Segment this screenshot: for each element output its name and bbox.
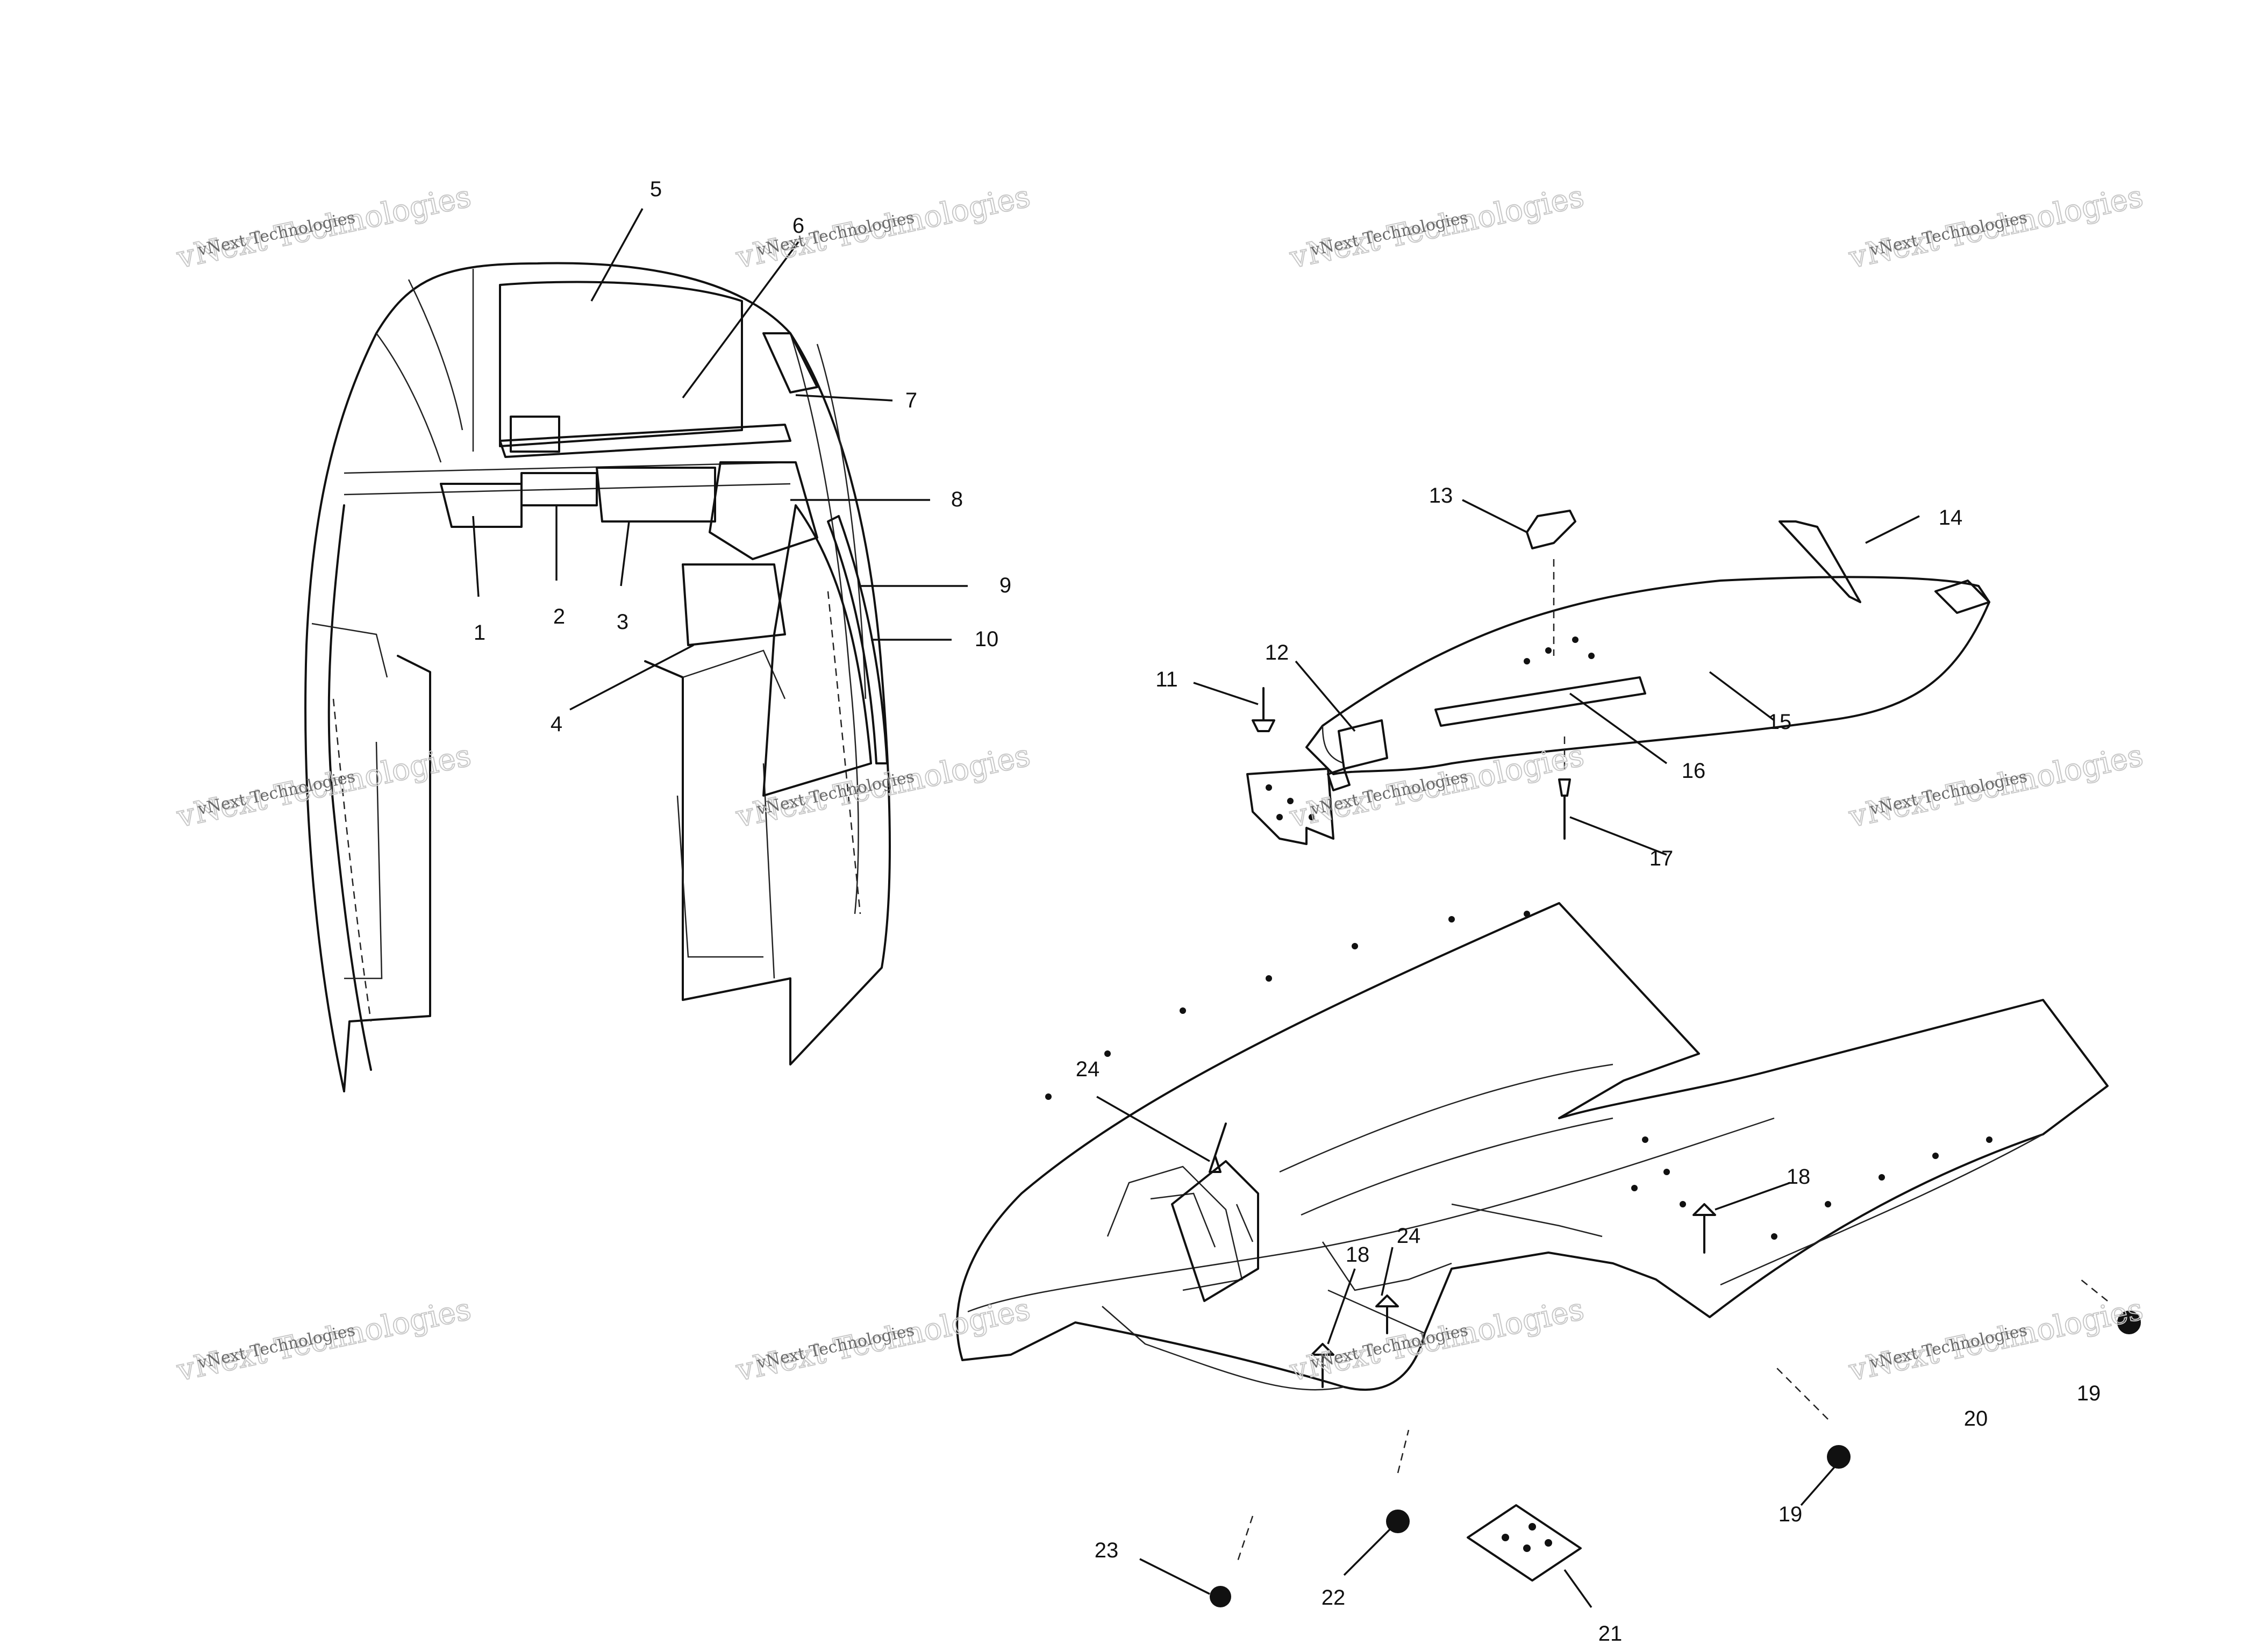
callout-18a: 18 (1346, 1243, 1370, 1267)
decal-12 (1338, 719, 1388, 770)
insulation-8 (709, 461, 818, 560)
rivet-holes (1045, 911, 1992, 1240)
fastener-24b (1375, 1295, 1399, 1334)
plug-19b (1827, 1445, 1851, 1469)
fastener-17 (1558, 778, 1571, 840)
fastener-18a (1311, 1343, 1334, 1388)
fastener-24a (1209, 1122, 1227, 1173)
callout-12: 12 (1265, 641, 1289, 664)
callout-10: 10 (975, 627, 999, 651)
insulation-4 (682, 563, 786, 646)
watermark: vNext Technologies vNext Technologies (1845, 1291, 2147, 1389)
strip-6 (499, 424, 791, 458)
callout-19a: 19 (2077, 1382, 2101, 1405)
callout-1: 1 (474, 621, 485, 645)
plate-21 (1467, 1504, 1582, 1582)
callout-7: 7 (905, 389, 917, 412)
watermark: vNext Technologies vNext Technologies (732, 178, 1034, 276)
callout-24b: 24 (1397, 1224, 1421, 1248)
callout-labels: 1 2 3 4 5 6 7 8 9 10 11 12 13 14 15 16 1… (474, 177, 2101, 1646)
fastener-18b (1692, 1203, 1716, 1254)
watermark: vNext Technologies vNext Technologies (1845, 178, 2147, 276)
watermark: vNext Technologies vNext Technologies (1286, 178, 1588, 276)
callout-14: 14 (1939, 506, 1963, 530)
watermark: vNext Technologies vNext Technologies (173, 1291, 475, 1389)
callout-3: 3 (617, 610, 628, 634)
callout-2: 2 (553, 605, 565, 628)
watermark: vNext Technologies vNext Technologies (732, 738, 1034, 835)
leader-lines (472, 208, 1920, 1608)
decal-16 (1434, 676, 1646, 727)
callout-24a: 24 (1076, 1057, 1100, 1081)
fastener-11 (1252, 687, 1275, 732)
watermark: vNext Technologies vNext Technologies (732, 1291, 1034, 1389)
callout-20: 20 (1964, 1407, 1988, 1431)
watermark: vNext Technologies vNext Technologies (173, 178, 475, 276)
strip-7 (762, 332, 818, 394)
callout-9: 9 (999, 574, 1011, 597)
callout-23: 23 (1095, 1539, 1119, 1562)
plug-23 (1210, 1586, 1231, 1607)
callout-13: 13 (1429, 484, 1453, 507)
watermark: vNext Technologies vNext Technologies (173, 738, 475, 835)
rod-14 (1779, 520, 1861, 603)
watermark: vNext Technologies vNext Technologies (1845, 738, 2147, 835)
bracket-assembly (1246, 510, 1990, 845)
hood-assembly (304, 262, 891, 1092)
insulation-5 (499, 281, 743, 447)
insulation-2 (520, 472, 598, 506)
callout-6: 6 (792, 214, 804, 238)
callout-16: 16 (1682, 759, 1706, 783)
insulation-9 (827, 515, 888, 764)
belly-pan-assembly (956, 902, 2141, 1607)
callout-21: 21 (1598, 1622, 1623, 1646)
insulation-10 (762, 504, 872, 797)
callout-19b: 19 (1779, 1503, 1803, 1526)
callout-11: 11 (1155, 668, 1178, 691)
plug-19a (2117, 1311, 2141, 1334)
callout-18b: 18 (1787, 1165, 1811, 1189)
callout-8: 8 (951, 488, 963, 511)
insulation-3 (596, 467, 716, 523)
callout-15: 15 (1768, 710, 1792, 734)
callout-22: 22 (1322, 1586, 1346, 1610)
callout-17: 17 (1649, 847, 1674, 870)
callout-5: 5 (650, 177, 662, 201)
clip-13 (1526, 510, 1576, 549)
insulation-1 (440, 483, 523, 528)
watermarks: vNext Technologies vNext Technologies vN… (173, 178, 2147, 1389)
callout-4: 4 (551, 712, 562, 736)
